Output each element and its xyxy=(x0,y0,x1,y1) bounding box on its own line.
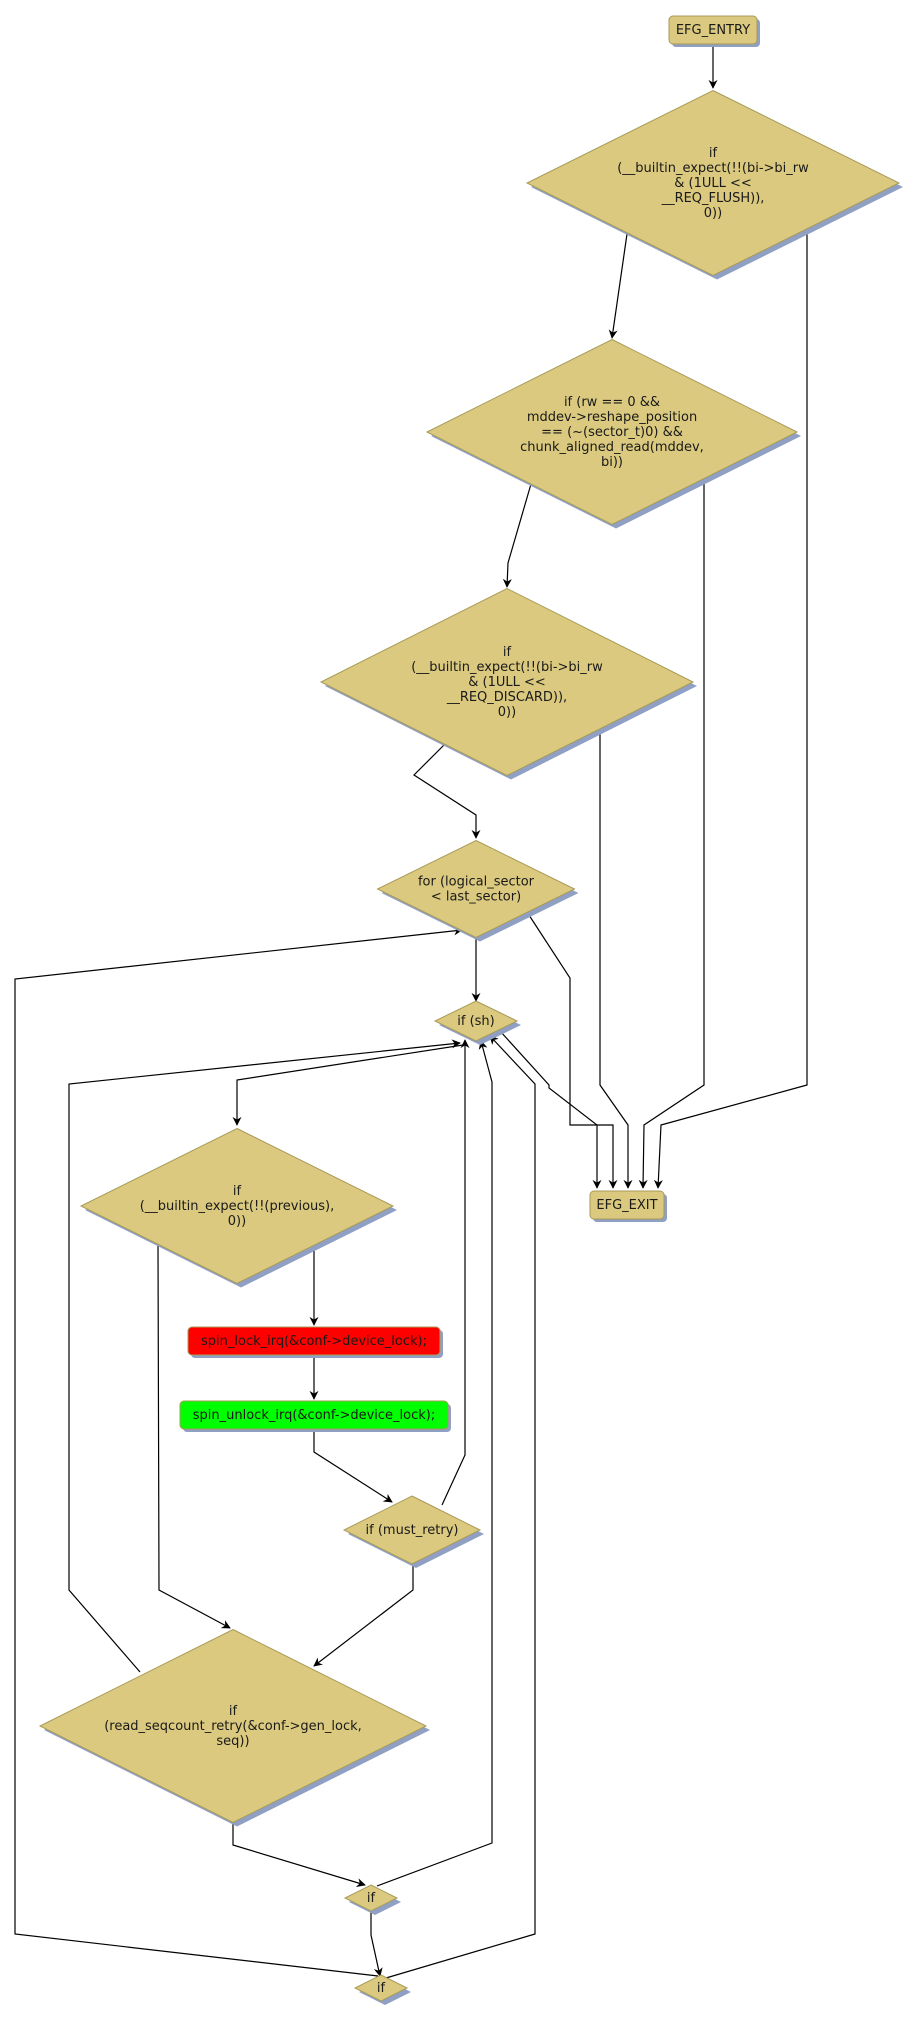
node-label-line: 0)) xyxy=(704,206,722,221)
node-label-line: __REQ_DISCARD)), xyxy=(446,690,567,705)
edge-if-a-to-if-sh xyxy=(376,1040,493,1887)
node-label-line: bi)) xyxy=(601,455,623,470)
node-if-a: if xyxy=(343,1884,401,1915)
statement-box xyxy=(589,1190,665,1220)
node-label-line: if (rw == 0 && xyxy=(564,395,660,410)
decision-diamond xyxy=(38,1628,428,1824)
decision-diamond xyxy=(342,1495,482,1565)
node-label-line: EFG_ENTRY xyxy=(676,23,750,38)
node-label-line: spin_lock_irq(&conf->device_lock); xyxy=(201,1334,427,1349)
node-seqcount-retry: if(read_seqcount_retry(&conf->gen_lock,s… xyxy=(38,1628,430,1827)
node-previous-check: if(__builtin_expect(!!(previous),0)) xyxy=(79,1127,397,1288)
node-exit: EFG_EXIT xyxy=(589,1190,667,1222)
edge-aligned-to-exit xyxy=(638,478,705,1189)
edge-if-b-to-for xyxy=(14,926,463,1977)
node-label-line: & (1ULL << xyxy=(468,675,546,690)
decision-diamond xyxy=(525,89,901,277)
decision-diamond xyxy=(319,587,695,777)
node-label-line: __REQ_FLUSH)), xyxy=(661,191,765,206)
edge-flush-to-exit xyxy=(653,228,808,1189)
node-label-line: spin_unlock_irq(&conf->device_lock); xyxy=(193,1408,435,1423)
node-for-loop: for (logical_sector< last_sector) xyxy=(376,839,579,942)
node-label-line: 0)) xyxy=(228,1214,246,1229)
node-label-line: if xyxy=(229,1704,238,1719)
edge-discard-to-for xyxy=(413,742,481,839)
edge-must-retry-to-seqcount xyxy=(313,1561,414,1667)
edge-aligned-to-discard xyxy=(502,483,532,588)
node-label-line: if xyxy=(377,1981,386,1996)
decision-diamond xyxy=(343,1884,399,1912)
node-label-line: (__builtin_expect(!!(bi->bi_rw xyxy=(411,660,603,675)
edge-if-sh-to-exit xyxy=(499,1030,602,1189)
node-label-line: mddev->reshape_position xyxy=(527,410,697,425)
node-label-line: == (~(sector_t)0) && xyxy=(541,425,683,440)
node-spin-lock: spin_lock_irq(&conf->device_lock); xyxy=(187,1326,443,1358)
edge-unlock-to-must-retry xyxy=(313,1432,393,1503)
node-label-line: EFG_EXIT xyxy=(596,1198,657,1213)
edge-seqcount-to-if-a xyxy=(232,1822,366,1887)
node-label-line: (read_seqcount_retry(&conf->gen_lock, xyxy=(104,1719,362,1734)
node-label-line: if (sh) xyxy=(457,1014,494,1029)
node-label-line: & (1ULL << xyxy=(674,176,752,191)
node-spin-unlock: spin_unlock_irq(&conf->device_lock); xyxy=(179,1400,451,1432)
node-label-line: if xyxy=(233,1184,242,1199)
decision-diamond xyxy=(425,338,799,526)
edge-if-a-to-if-b xyxy=(370,1912,383,1977)
edge-for-to-exit xyxy=(526,911,618,1189)
edge-if-b-to-if-sh xyxy=(385,1035,536,1979)
node-label-line: seq)) xyxy=(216,1734,249,1749)
node-label-line: if xyxy=(503,645,512,660)
edge-must-retry-to-if-sh xyxy=(441,1039,470,1506)
decision-diamond xyxy=(376,839,576,939)
edge-discard-to-exit xyxy=(599,728,633,1189)
edges xyxy=(14,37,808,1979)
node-label-line: (__builtin_expect(!!(previous), xyxy=(140,1199,335,1214)
statement-box xyxy=(668,15,758,45)
node-label-line: 0)) xyxy=(498,705,516,720)
node-if-b: if xyxy=(353,1974,411,2005)
node-entry: EFG_ENTRY xyxy=(668,15,760,47)
decision-diamond xyxy=(79,1127,395,1285)
statement-box xyxy=(179,1400,449,1430)
node-discard-check: if(__builtin_expect(!!(bi->bi_rw& (1ULL … xyxy=(319,587,697,780)
decision-diamond xyxy=(433,1000,519,1042)
node-flush-check: if(__builtin_expect(!!(bi->bi_rw& (1ULL … xyxy=(525,89,903,280)
statement-box xyxy=(187,1326,441,1356)
node-label-line: if xyxy=(367,1891,376,1906)
edge-previous-to-seqcount xyxy=(157,1244,231,1629)
edge-if-sh-to-previous xyxy=(232,1044,464,1126)
node-label-line: (__builtin_expect(!!(bi->bi_rw xyxy=(617,161,809,176)
node-aligned-read-check: if (rw == 0 &&mddev->reshape_position== … xyxy=(425,338,801,529)
node-must-retry: if (must_retry) xyxy=(342,1495,484,1568)
node-label-line: chunk_aligned_read(mddev, xyxy=(520,440,704,455)
edge-seqcount-to-if-sh xyxy=(68,1039,461,1673)
node-label-line: if xyxy=(709,146,718,161)
node-label-line: for (logical_sector xyxy=(418,875,535,890)
decision-diamond xyxy=(353,1974,409,2002)
node-if-sh: if (sh) xyxy=(433,1000,521,1045)
node-label-line: if (must_retry) xyxy=(366,1523,459,1538)
node-label-line: < last_sector) xyxy=(431,890,521,905)
edge-flush-to-aligned xyxy=(608,233,628,339)
